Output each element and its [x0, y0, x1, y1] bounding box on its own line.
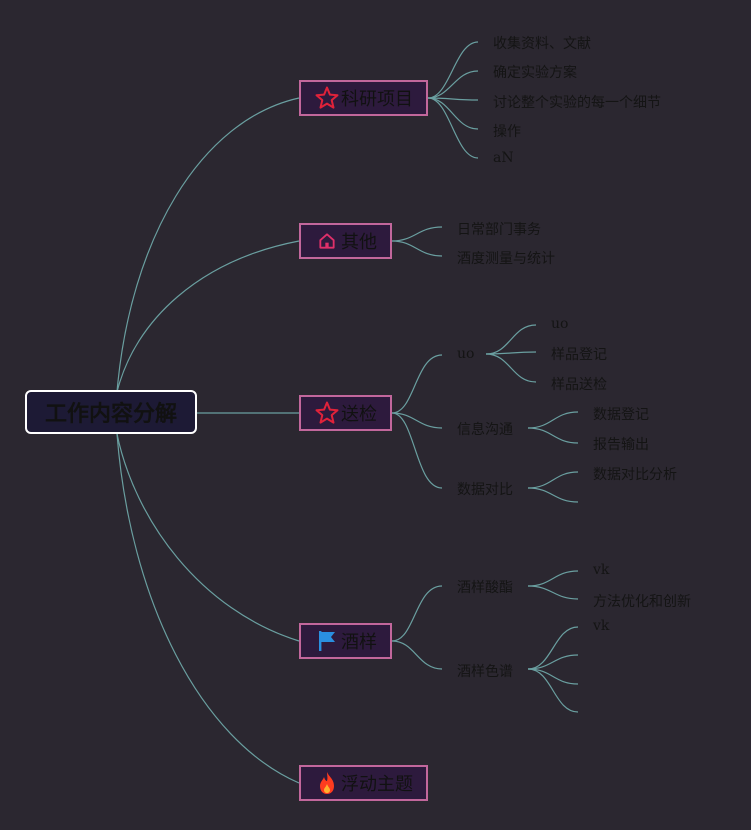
root-topic-label: 工作内容分解 — [44, 402, 177, 427]
link-root-jiuyang — [116, 433, 300, 642]
flag-icon — [315, 629, 339, 653]
star-icon — [315, 401, 339, 425]
topic-jiuyang-label: 酒样 — [341, 632, 377, 653]
link-qita-1 — [391, 226, 443, 242]
uo-item[interactable]: 样品送检 — [551, 377, 607, 393]
topic-qita-label: 其他 — [341, 232, 377, 253]
link-jiuyang-sepu — [391, 640, 443, 670]
uo-item[interactable]: 样品登记 — [551, 347, 607, 363]
link-sepu-2 — [527, 654, 579, 670]
star-icon — [315, 86, 339, 110]
songjian-subtopic-xinxi[interactable]: 信息沟通 — [457, 422, 513, 438]
link-songjian-xinxi — [391, 412, 443, 429]
topic-songjian[interactable]: 送检 — [299, 395, 392, 431]
home-icon — [315, 229, 339, 253]
link-jiuyang-suanzhi — [391, 585, 443, 642]
uo-item[interactable]: uo — [551, 316, 569, 332]
link-sepu-1 — [527, 626, 579, 670]
link-xinxi-1 — [527, 411, 579, 429]
topic-songjian-label: 送检 — [341, 404, 377, 425]
link-keyan-1 — [427, 41, 479, 99]
keyan-item[interactable]: 讨论整个实验的每一个细节 — [493, 95, 661, 111]
topic-jiuyang[interactable]: 酒样 — [299, 623, 392, 659]
songjian-subtopic-shuju[interactable]: 数据对比 — [457, 482, 513, 498]
link-root-qita — [116, 240, 300, 393]
suanzhi-item[interactable]: vk — [593, 562, 610, 578]
keyan-item[interactable]: 操作 — [493, 124, 521, 140]
topic-keyan[interactable]: 科研项目 — [299, 80, 428, 116]
root-topic[interactable]: 工作内容分解 — [25, 390, 197, 434]
link-uo-3 — [485, 353, 537, 383]
fire-icon — [315, 771, 339, 795]
jiuyang-subtopic-sepu[interactable]: 酒样色谱 — [457, 664, 513, 680]
keyan-item[interactable]: 确定实验方案 — [493, 65, 577, 81]
link-sepu-4 — [527, 668, 579, 713]
qita-item[interactable]: 酒度测量与统计 — [457, 251, 555, 267]
link-songjian-shuju — [391, 412, 443, 489]
shuju-item[interactable]: 数据对比分析 — [593, 467, 677, 483]
link-suanzhi-1 — [527, 570, 579, 587]
link-qita-2 — [391, 240, 443, 257]
xinxi-item[interactable]: 报告输出 — [593, 437, 649, 453]
topic-keyan-label: 科研项目 — [341, 89, 413, 110]
link-keyan-2 — [427, 70, 479, 99]
topic-qita[interactable]: 其他 — [299, 223, 392, 259]
keyan-item[interactable]: aN — [493, 150, 514, 166]
link-shuju-1 — [527, 471, 579, 489]
qita-item[interactable]: 日常部门事务 — [457, 222, 541, 238]
topic-fudong[interactable]: 浮动主题 — [299, 765, 428, 801]
link-keyan-5 — [427, 97, 479, 159]
link-keyan-4 — [427, 97, 479, 130]
link-uo-1 — [485, 324, 537, 355]
keyan-item[interactable]: 收集资料、文献 — [493, 36, 591, 52]
songjian-subtopic-uo[interactable]: uo — [457, 346, 475, 362]
link-xinxi-2 — [527, 427, 579, 444]
sepu-item[interactable]: vk — [593, 618, 610, 634]
link-suanzhi-2 — [527, 585, 579, 600]
link-songjian-uo — [391, 354, 443, 414]
link-shuju-2 — [527, 487, 579, 503]
topic-fudong-label: 浮动主题 — [341, 774, 413, 795]
suanzhi-item[interactable]: 方法优化和创新 — [593, 594, 691, 610]
link-root-keyan — [116, 97, 300, 393]
jiuyang-subtopic-suanzhi[interactable]: 酒样酸酯 — [457, 580, 513, 596]
link-root-fudong — [116, 433, 300, 784]
xinxi-item[interactable]: 数据登记 — [593, 407, 649, 423]
